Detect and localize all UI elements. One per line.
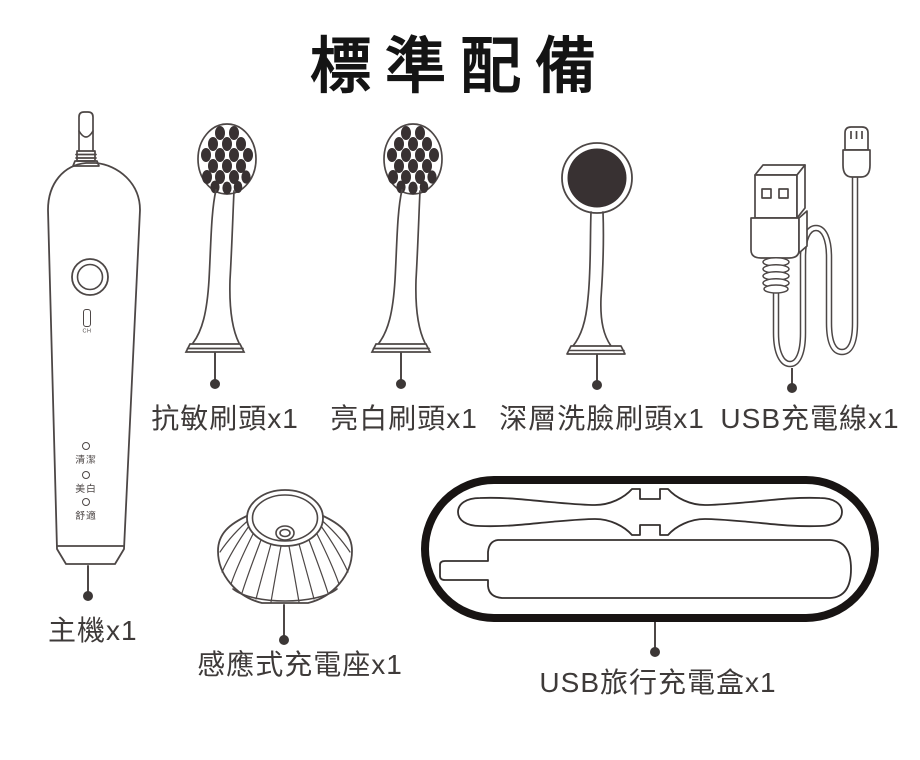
mode-indicator-soft: 舒適 [66,498,106,524]
leader-dot [650,647,660,657]
anti-sensitive-brush-label: 抗敏刷頭x1 [151,403,299,434]
whitening-brush-illustration [371,123,443,390]
mode-indicator-whiten: 美白 [66,471,106,497]
mode-led-icon [82,471,90,479]
mode-led-icon [82,498,90,506]
leader-dot [83,591,93,601]
handle-tray [439,539,852,599]
face-brush-label: 深層洗臉刷頭x1 [499,403,705,434]
usb-a-plug [750,164,808,259]
dock-charge-post [275,525,295,541]
anti-sensitive-brush-illustration [185,123,257,390]
mode-indicator-clean: 清潔 [66,442,106,468]
case-shell [421,476,879,622]
usb-cable-label: USB充電線x1 [720,403,900,434]
page-title: 標準配備 [309,32,610,100]
mode-label: 舒適 [75,510,97,522]
micro-usb-plug [842,126,871,178]
dock-dome [217,514,353,604]
power-button [71,258,109,296]
charging-dock-label: 感應式充電座x1 [197,649,403,680]
mode-switch [83,309,91,327]
leader-dot [787,383,797,393]
mode-label: 美白 [75,483,97,495]
whitening-brush-label: 亮白刷頭x1 [330,403,478,434]
drive-shaft [78,111,94,152]
mode-label: 清潔 [75,454,97,466]
charging-dock-illustration [217,489,353,645]
travel-case-label: USB旅行充電盒x1 [539,667,777,698]
face-brush-pad [567,148,627,208]
brush-head-tray [457,488,843,536]
handle-body [47,162,141,565]
mode-switch-label: CH [82,328,92,335]
face-brush-illustration [561,142,633,390]
dock-opening [246,489,324,547]
main-unit-label: 主機x1 [48,615,138,646]
leader-dot [279,635,289,645]
mode-led-icon [82,442,90,450]
travel-case-illustration [421,476,879,657]
leader-dot [592,380,602,390]
main-unit-illustration [47,111,141,601]
strain-relief-coil [762,257,790,294]
usb-cable-illustration [750,126,871,393]
